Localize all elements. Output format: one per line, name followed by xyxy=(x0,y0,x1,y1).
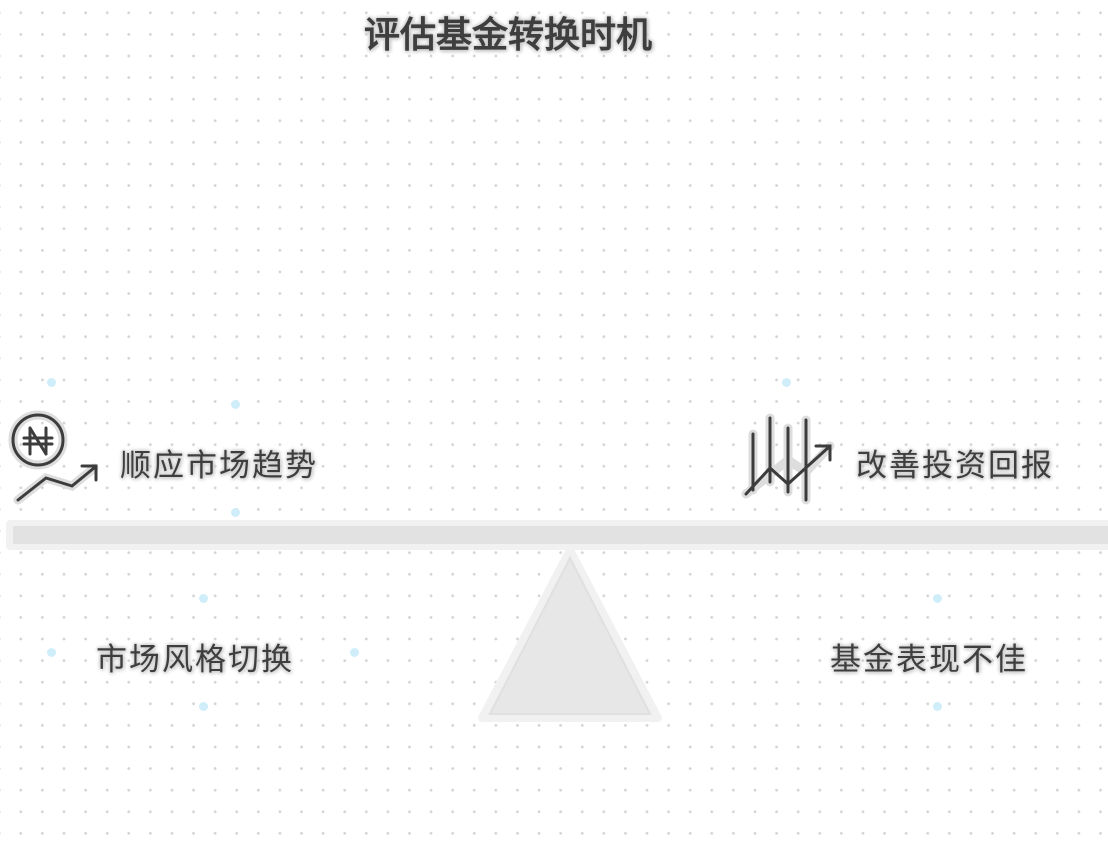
page-title: 评估基金转换时机 xyxy=(363,14,652,56)
decor-dot xyxy=(933,594,942,603)
decor-dot xyxy=(47,648,56,657)
upper-left-label: 顺应市场趋势 xyxy=(120,448,318,484)
lower-right-label: 基金表现不佳 xyxy=(830,642,1028,678)
seesaw-fulcrum xyxy=(478,546,662,722)
upper-right-label: 改善投资回报 xyxy=(856,448,1054,484)
decor-dot xyxy=(47,378,56,387)
decor-dot xyxy=(199,702,208,711)
decor-dot xyxy=(231,400,240,409)
decor-dot xyxy=(231,508,240,517)
seesaw-beam xyxy=(6,520,1108,550)
decor-dot xyxy=(199,594,208,603)
naira-trend-up-icon xyxy=(8,410,99,505)
decor-dot xyxy=(782,378,791,387)
chart-trend-up-icon xyxy=(741,413,835,505)
decor-dot xyxy=(350,648,359,657)
lower-left-label: 市场风格切换 xyxy=(96,642,294,678)
decor-dot xyxy=(933,702,942,711)
